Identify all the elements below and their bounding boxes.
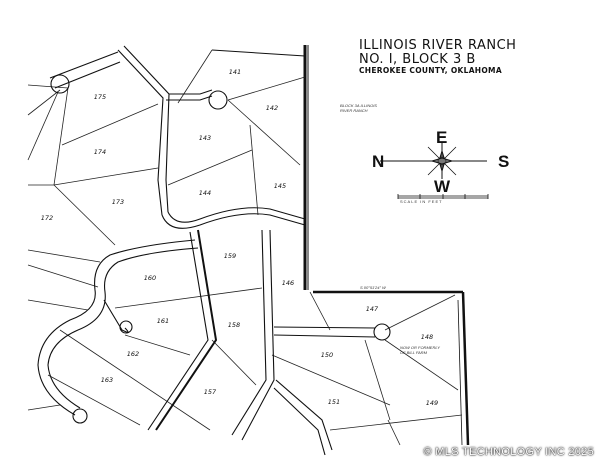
lot-label-172: 172 <box>41 214 53 222</box>
lot-label-157: 157 <box>204 388 217 396</box>
lot-label-141: 141 <box>229 68 241 76</box>
lot-label-145: 145 <box>274 182 286 190</box>
roads <box>37 45 391 456</box>
lot-label-162: 162 <box>127 350 139 358</box>
lot-label-159: 159 <box>224 252 236 260</box>
adjacent-block-note: BLOCK 3A ILLINOIS RIVER RANCH <box>340 103 377 113</box>
lot-label-142: 142 <box>266 104 278 112</box>
bearing-note: S 00°51'24" W <box>360 285 386 290</box>
compass-s: S <box>498 152 510 171</box>
property-boundary <box>211 45 470 446</box>
lot-label-147: 147 <box>366 305 379 313</box>
lot-label-175: 175 <box>94 93 106 101</box>
scale-label: SCALE IN FEET <box>400 199 443 204</box>
lot-labels: 141 142 143 144 145 175 174 173 172 159 160 146 147 1… <box>41 68 438 407</box>
lot-label-160: 160 <box>144 274 156 282</box>
scale-bar <box>397 194 489 199</box>
lot-label-174: 174 <box>94 148 106 156</box>
lot-label-143: 143 <box>199 134 211 142</box>
lot-label-163: 163 <box>101 376 113 384</box>
lot-label-150: 150 <box>321 351 333 359</box>
lot-label-158: 158 <box>228 321 240 329</box>
compass-n: N <box>372 152 385 171</box>
watermark: © MLS TECHNOLOGY INC 2025 <box>423 446 594 458</box>
lot-lines <box>27 49 463 446</box>
plat-county: CHEROKEE COUNTY, OKLAHOMA <box>359 66 502 75</box>
lot-label-151: 151 <box>328 398 340 406</box>
plat-title: ILLINOIS RIVER RANCH <box>359 38 517 53</box>
compass-rose <box>380 143 487 179</box>
lot-label-161: 161 <box>157 317 169 325</box>
lot-label-146: 146 <box>282 279 294 287</box>
lot-label-173: 173 <box>112 198 124 206</box>
compass-e: E <box>436 128 448 147</box>
adjacent-farm-note: NOW OR FORMERLY OF BILL FARM <box>400 345 440 355</box>
plat-subtitle: NO. I, BLOCK 3 B <box>359 52 476 67</box>
lot-label-149: 149 <box>426 399 438 407</box>
compass-w: W <box>434 177 451 196</box>
lot-label-148: 148 <box>421 333 433 341</box>
lot-label-144: 144 <box>199 189 211 197</box>
